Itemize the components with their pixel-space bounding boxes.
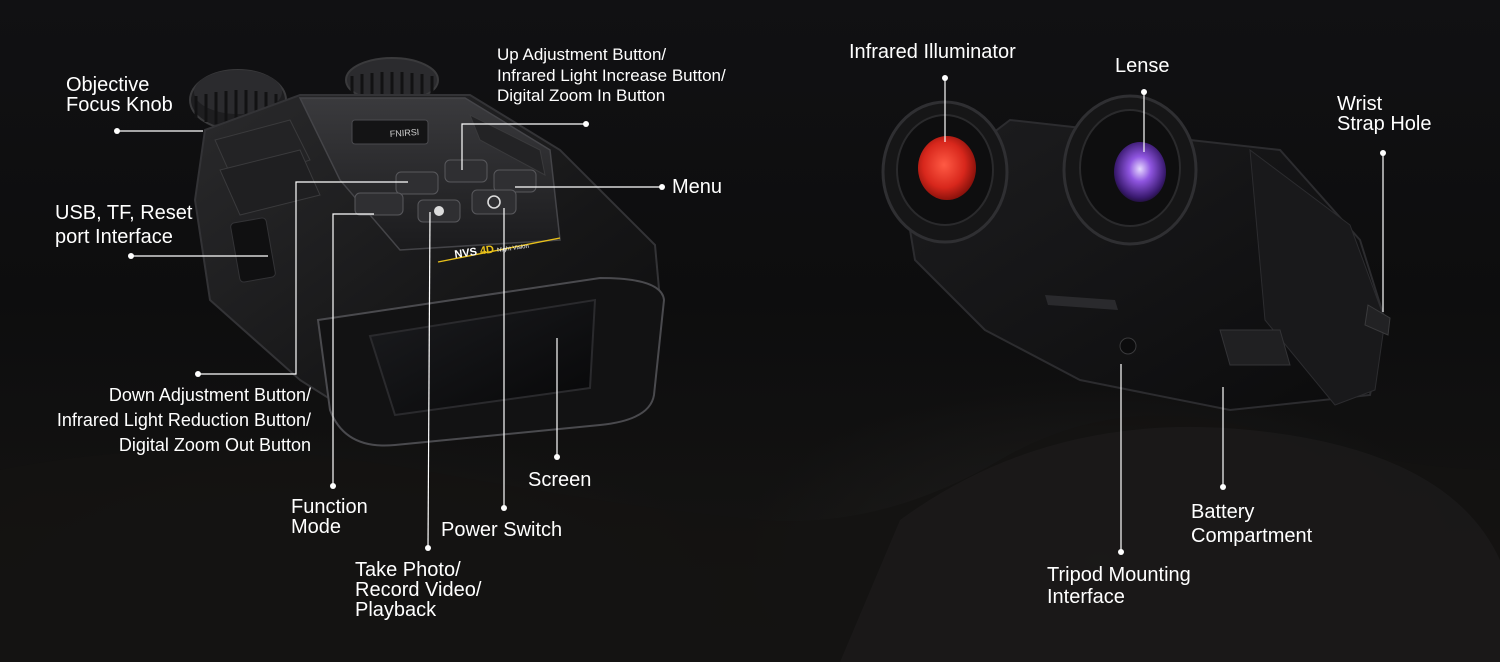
callout-down-adjustment: Down Adjustment Button/ Infrared Light R… (56, 385, 311, 455)
callout-power-switch: Power Switch (441, 519, 563, 541)
left-binocular (189, 57, 666, 447)
wrist-strap-loop (1364, 304, 1391, 336)
callout-objective-focus-knob: Objective Focus Knob (66, 74, 173, 116)
callout-function-mode: Function Mode (291, 496, 368, 538)
callout-take-photo: Take Photo/ Record Video/ Playback (355, 559, 482, 621)
power-icon (487, 195, 501, 209)
model-name: NVS 4D Night Vision (454, 239, 530, 261)
tripod-socket (1119, 337, 1137, 355)
rock-shape (840, 426, 1500, 662)
callout-menu: Menu (672, 176, 723, 198)
callout-usb-tf-reset: USB, TF, Reset port Interface (55, 202, 193, 248)
menu-up-button (444, 159, 488, 183)
callout-screen: Screen (528, 469, 592, 491)
menu-button (493, 169, 537, 193)
callout-up-adjustment: Up Adjustment Button/ Infrared Light Inc… (497, 45, 726, 105)
lens-eyepiece (1062, 94, 1198, 246)
right-binocular (881, 94, 1391, 412)
callout-lense: Lense (1115, 55, 1170, 77)
camera-icon (434, 206, 444, 216)
screen-panel (368, 298, 597, 417)
main-lens (1114, 142, 1166, 202)
power-button (471, 189, 517, 215)
function-mode-button (354, 192, 404, 216)
usb-port-cover (230, 217, 276, 283)
ir-lens (918, 136, 976, 200)
infrared-illuminator-eyepiece (881, 100, 1009, 244)
callout-battery-compartment: Battery Compartment (1191, 501, 1313, 547)
brand-logo: FNIRSI (389, 127, 419, 139)
callout-tripod-mounting: Tripod Mounting Interface (1047, 564, 1191, 608)
callout-infrared-illuminator: Infrared Illuminator (849, 41, 1016, 63)
callout-lines (114, 75, 1386, 555)
accent-stripe (437, 237, 561, 263)
up-adjustment-button (395, 171, 439, 195)
callout-wrist-strap-hole: Wrist Strap Hole (1337, 93, 1432, 135)
